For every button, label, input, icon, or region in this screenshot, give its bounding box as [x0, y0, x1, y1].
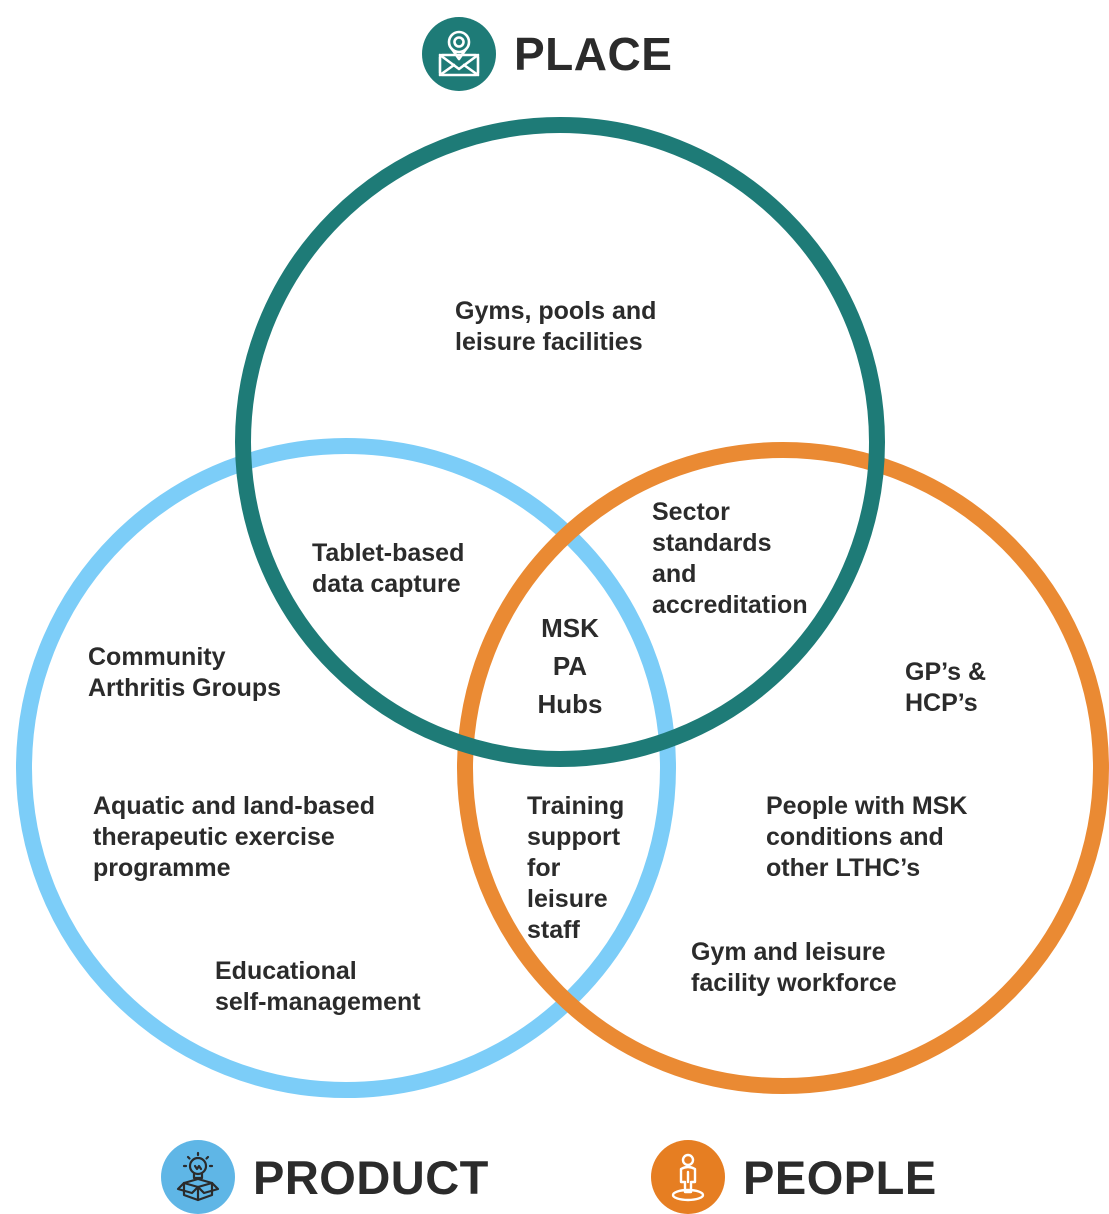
- product-title: PRODUCT: [253, 1150, 489, 1204]
- place-people-label: Sector standards and accreditation: [652, 498, 808, 619]
- place-only-label: Gyms, pools and leisure facilities: [455, 297, 657, 356]
- product-header: PRODUCT: [161, 1140, 489, 1214]
- product-educational-label: Educational self-management: [215, 957, 421, 1016]
- product-aquatic-label: Aquatic and land-based therapeutic exerc…: [93, 792, 375, 882]
- product-people-label: Training support for leisure staff: [527, 792, 625, 944]
- center-label: MSK PA Hubs: [537, 613, 603, 719]
- map-pin-envelope-icon: [422, 17, 496, 91]
- people-header: PEOPLE: [651, 1140, 937, 1214]
- place-header: PLACE: [422, 17, 672, 91]
- people-workforce-label: Gym and leisure facility workforce: [691, 938, 897, 997]
- product-circle: [16, 438, 676, 1098]
- people-msk-label: People with MSK conditions and other LTH…: [766, 792, 968, 882]
- product-community-label: Community Arthritis Groups: [88, 643, 282, 702]
- place-circle: [235, 117, 885, 767]
- place-title: PLACE: [514, 28, 673, 80]
- people-gp-label: GP’s & HCP’s: [905, 658, 987, 717]
- lightbulb-box-icon: [161, 1140, 235, 1214]
- people-title: PEOPLE: [743, 1150, 937, 1204]
- person-on-target-icon: [651, 1140, 725, 1214]
- place-product-label: Tablet-based data capture: [312, 539, 465, 598]
- people-circle: [457, 442, 1109, 1094]
